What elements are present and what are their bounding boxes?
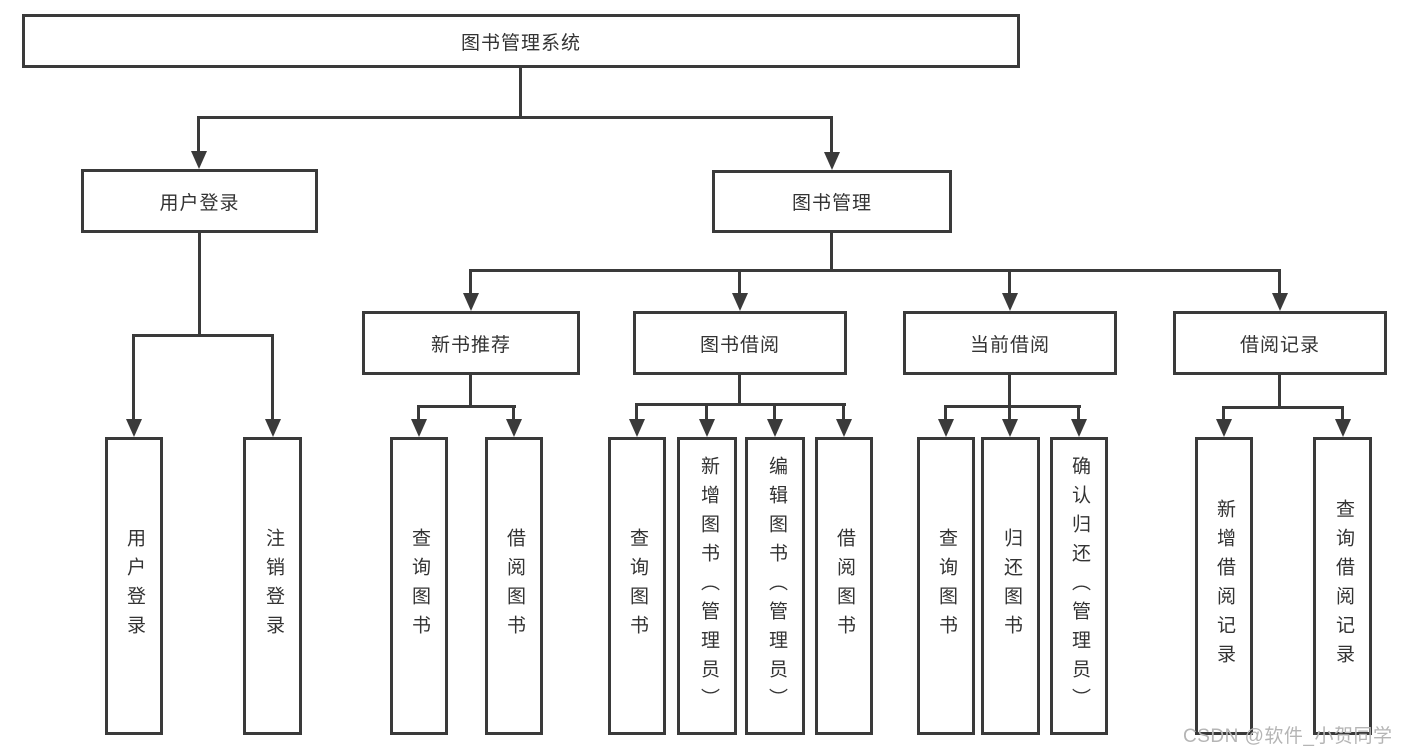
edge-leaf-e1-stem	[1222, 406, 1225, 423]
arrowhead-leaf-logout	[265, 419, 281, 437]
edge-leaf-d1-stem	[944, 405, 947, 423]
edge-leaf-e2-stem	[1341, 406, 1344, 423]
node-book-borrow: 图书借阅	[633, 311, 847, 375]
edge-mgmt-group-stem	[830, 233, 833, 272]
arrowhead-borrow-records	[1272, 293, 1288, 311]
arrowhead-leaf-c2	[699, 419, 715, 437]
arrowhead-leaf-e1	[1216, 419, 1232, 437]
leaf-query-books-borrow: 查询图书	[608, 437, 666, 735]
node-user-login: 用户登录	[81, 169, 318, 233]
node-new-books: 新书推荐	[362, 311, 580, 375]
edge-currentborrow-group-bar	[945, 405, 1081, 408]
arrowhead-book-mgmt	[824, 152, 840, 170]
edge-user-login-stem	[197, 116, 200, 154]
leaf-query-books-current: 查询图书	[917, 437, 975, 735]
node-borrow-records-label: 借阅记录	[1239, 334, 1320, 356]
node-book-mgmt-label: 图书管理	[791, 193, 872, 214]
edge-leaf-logout-stem	[271, 334, 274, 422]
node-new-books-label: 新书推荐	[430, 334, 511, 356]
leaf-query-borrow-record: 查询借阅记录	[1313, 437, 1372, 735]
node-root-label: 图书管理系统	[460, 32, 581, 54]
edge-leaf-b2-stem	[512, 405, 515, 423]
leaf-logout: 注销登录	[243, 437, 302, 735]
leaf-add-borrow-record: 新增借阅记录	[1195, 437, 1253, 735]
arrowhead-leaf-b1	[411, 419, 427, 437]
edge-mgmt-group-bar	[470, 269, 1281, 272]
leaf-edit-books-admin: 编辑图书（管理员）	[745, 437, 805, 735]
edge-borrow-records-stem	[1278, 269, 1281, 297]
arrowhead-current-borrow	[1002, 293, 1018, 311]
arrowhead-leaf-d2	[1002, 419, 1018, 437]
arrowhead-leaf-b2	[506, 419, 522, 437]
edge-user-group-stem	[198, 233, 201, 337]
edge-leaf-c1-stem	[635, 403, 638, 423]
edge-leaf-d2-stem	[1008, 405, 1011, 423]
edge-book-borrow-stem	[738, 269, 741, 297]
edge-records-group-bar	[1223, 406, 1344, 409]
leaf-add-books-admin: 新增图书（管理员）	[677, 437, 737, 735]
edge-current-borrow-stem	[1008, 269, 1011, 297]
edge-book-mgmt-stem	[830, 116, 833, 154]
edge-leaf-c3-stem	[773, 403, 776, 423]
edge-leaf-c4-stem	[842, 403, 845, 423]
leaf-borrow-books: 借阅图书	[815, 437, 873, 735]
edge-bookborrow-group-bar	[636, 403, 846, 406]
arrowhead-user-login	[191, 151, 207, 169]
arrowhead-book-borrow	[732, 293, 748, 311]
node-book-borrow-label: 图书借阅	[699, 334, 780, 356]
node-user-login-label: 用户登录	[159, 192, 240, 214]
edge-root-stem	[519, 68, 522, 118]
edge-leaf-d3-stem	[1077, 405, 1080, 423]
leaf-user-login: 用户登录	[105, 437, 163, 735]
csdn-watermark: CSDN @软件_小贺同学	[1183, 726, 1393, 747]
edge-newbooks-group-bar	[418, 405, 516, 408]
arrowhead-leaf-c4	[836, 419, 852, 437]
node-root: 图书管理系统	[22, 14, 1020, 68]
leaf-return-books: 归还图书	[981, 437, 1040, 735]
leaf-query-books-recommend: 查询图书	[390, 437, 448, 735]
node-book-mgmt: 图书管理	[712, 170, 952, 233]
leaf-borrow-books-recommend: 借阅图书	[485, 437, 543, 735]
edge-root-bar	[198, 116, 832, 119]
leaf-confirm-return-admin: 确认归还（管理员）	[1050, 437, 1108, 735]
arrowhead-new-books	[463, 293, 479, 311]
arrowhead-leaf-d1	[938, 419, 954, 437]
arrowhead-leaf-d3	[1071, 419, 1087, 437]
node-current-borrow: 当前借阅	[903, 311, 1117, 375]
edge-records-group-stem	[1278, 375, 1281, 409]
edge-new-books-stem	[469, 269, 472, 297]
edge-currentborrow-group-stem	[1008, 375, 1011, 408]
arrowhead-leaf-c1	[629, 419, 645, 437]
node-current-borrow-label: 当前借阅	[969, 334, 1050, 356]
arrowhead-leaf-c3	[767, 419, 783, 437]
edge-newbooks-group-stem	[469, 375, 472, 408]
edge-leaf-c2-stem	[705, 403, 708, 423]
edge-user-group-bar	[133, 334, 274, 337]
edge-leaf-login-stem	[132, 334, 135, 422]
arrowhead-leaf-login	[126, 419, 142, 437]
edge-leaf-b1-stem	[417, 405, 420, 423]
arrowhead-leaf-e2	[1335, 419, 1351, 437]
edge-bookborrow-group-stem	[738, 375, 741, 406]
node-borrow-records: 借阅记录	[1173, 311, 1387, 375]
